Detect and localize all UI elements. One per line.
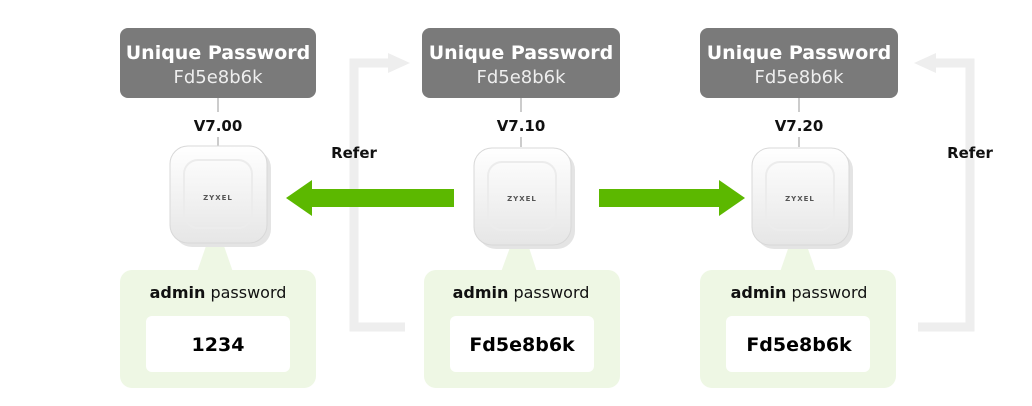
brand-logo: ZYXEL [203,194,233,202]
admin-password-label: admin password [731,283,868,302]
admin-password-field [726,316,870,372]
brand-logo: ZYXEL [507,195,537,203]
admin-password-value: 1234 [192,334,245,356]
unique-password-title: Unique Password [707,42,892,64]
admin-password-field [450,316,594,372]
device-column-v7-00: Unique Password Fd5e8b6k V7.00 ZYXEL adm… [120,28,316,388]
refer-label-left: Refer [331,144,377,162]
device-column-v7-10: Unique Password Fd5e8b6k V7.10 ZYXEL adm… [422,28,620,388]
unique-password-box [700,28,898,98]
firmware-version: V7.20 [775,117,824,135]
unique-password-value: Fd5e8b6k [476,67,566,88]
green-arrow-right [599,180,745,216]
unique-password-box [422,28,620,98]
access-point-icon: ZYXEL [751,147,853,249]
device-column-v7-20: Unique Password Fd5e8b6k V7.20 ZYXEL adm… [700,28,898,388]
unique-password-value: Fd5e8b6k [173,67,263,88]
admin-password-value: Fd5e8b6k [469,334,575,356]
firmware-version: V7.10 [497,117,546,135]
refer-arrow-right [914,53,975,332]
green-arrow-left [286,180,454,216]
admin-password-label: admin password [453,283,590,302]
admin-password-value: Fd5e8b6k [746,334,852,356]
unique-password-box [120,28,316,98]
refer-label-right: Refer [947,144,993,162]
access-point-icon: ZYXEL [169,145,271,247]
unique-password-title: Unique Password [429,42,614,64]
admin-password-label: admin password [150,283,287,302]
brand-logo: ZYXEL [785,195,815,203]
access-point-icon: ZYXEL [473,147,575,249]
firmware-version: V7.00 [194,117,243,135]
unique-password-title: Unique Password [126,42,311,64]
admin-password-field [146,316,290,372]
unique-password-value: Fd5e8b6k [754,67,844,88]
